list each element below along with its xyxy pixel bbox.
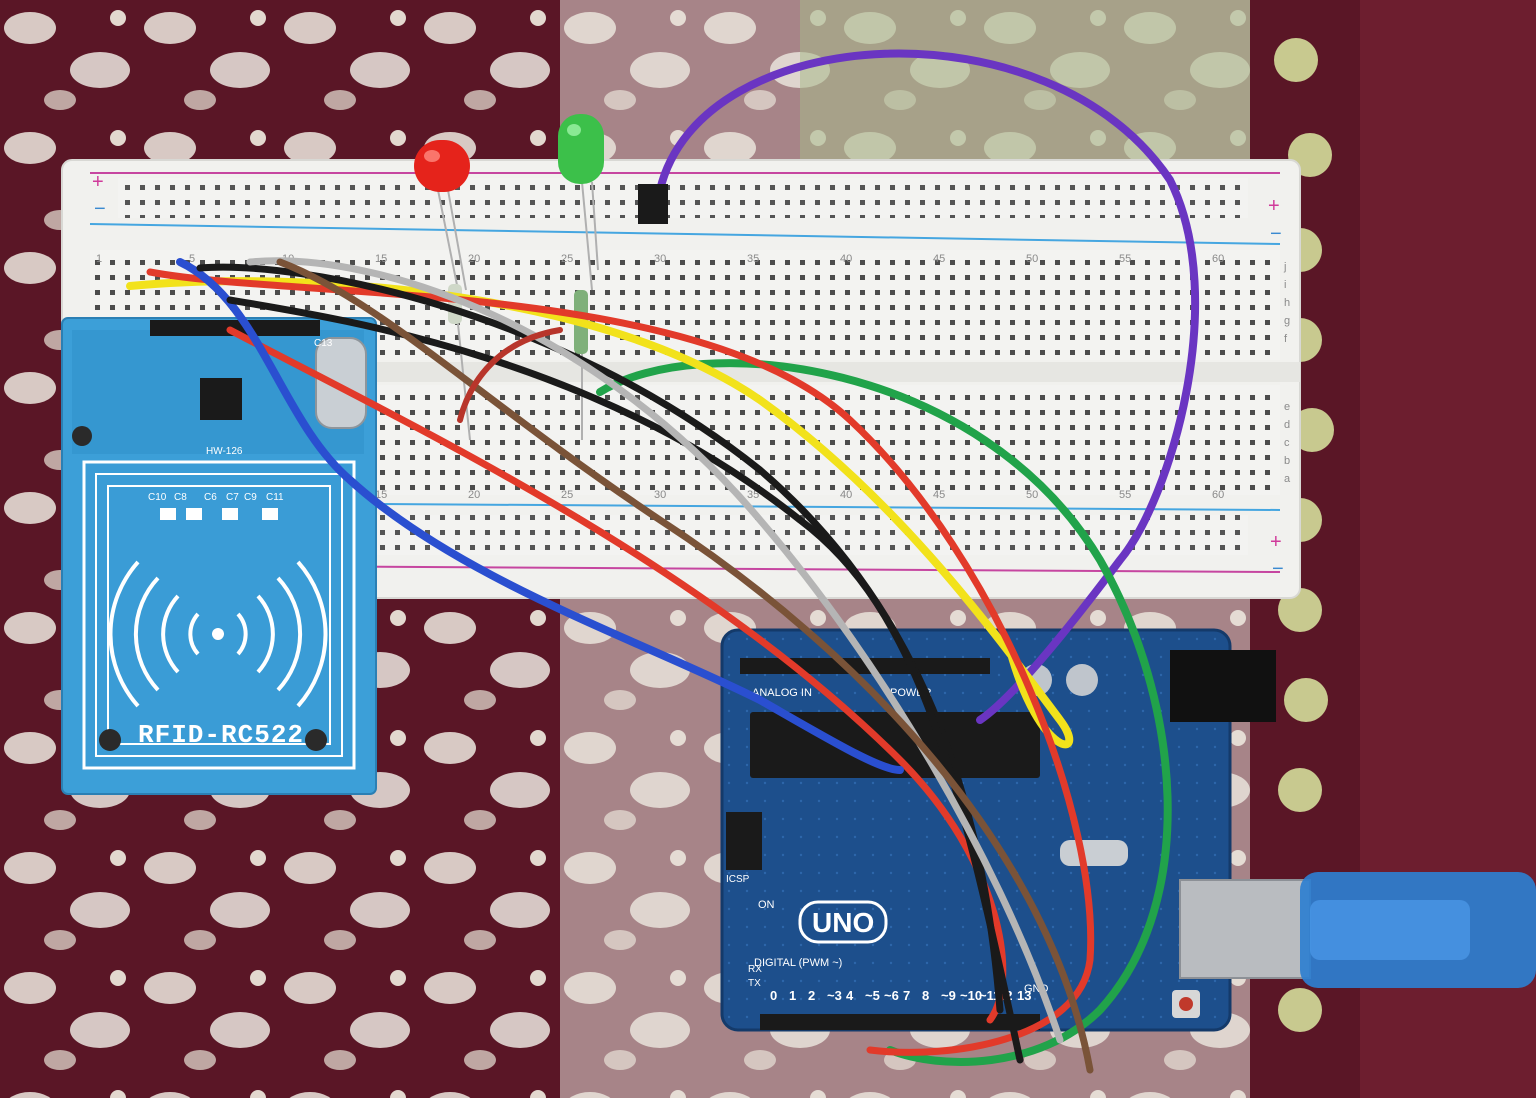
- breadboard-column-number-top: 1: [96, 253, 102, 265]
- red-led: [414, 140, 470, 291]
- breadboard-row-letter-top: i: [1284, 279, 1286, 291]
- breadboard-column-number-top: 25: [561, 253, 573, 265]
- breadboard-column-number-bottom: 50: [1026, 489, 1038, 501]
- wire-red-short: [226, 326, 1007, 1024]
- breadboard-column-number-top: 15: [375, 253, 387, 265]
- rfid-capacitor-label: C7: [226, 492, 239, 503]
- arduino-on-label: ON: [758, 899, 775, 911]
- arduino-icsp-label: ICSP: [726, 874, 750, 885]
- breadboard-column-number-bottom: 40: [840, 489, 852, 501]
- arduino-digital-pin-label: ~10: [960, 988, 982, 1003]
- rfid-capacitor-label: C9: [244, 492, 257, 503]
- breadboard-column-number-top: 5: [189, 253, 195, 265]
- rail-minus-bottom-right: −: [1272, 558, 1284, 580]
- arduino-analog-label: ANALOG IN: [752, 687, 812, 699]
- rfid-capacitor-label: C11: [266, 492, 284, 503]
- rail-plus-bottom-right: +: [1270, 531, 1282, 553]
- green-led: [558, 114, 604, 291]
- arduino-digital-pin-label: 1: [789, 988, 796, 1003]
- breadboard-row-letter-bottom: d: [1284, 419, 1290, 431]
- breadboard-row-letter-top: j: [1283, 261, 1286, 273]
- rfid-model: HW-126: [206, 446, 243, 457]
- arduino-board-label-frame: [798, 900, 888, 944]
- breadboard-column-number-bottom: 30: [654, 489, 666, 501]
- arduino-digital-pin-label: ~3: [827, 988, 842, 1003]
- wire-gray: [246, 257, 1064, 1044]
- wire-blue: [176, 258, 904, 774]
- wire-green: [596, 359, 1172, 1066]
- arduino-digital-pin-label: 2: [808, 988, 815, 1003]
- breadboard-column-number-bottom: 25: [561, 489, 573, 501]
- wire-purple: [656, 49, 1200, 724]
- wire-red-long: [146, 268, 1095, 1056]
- wire-red-led: [457, 327, 563, 423]
- arduino-digital-label: DIGITAL (PWM ~): [754, 957, 842, 969]
- arduino-rx-label: RX: [748, 964, 762, 975]
- breadboard-column-number-top: 60: [1212, 253, 1224, 265]
- breadboard-column-number-top: 55: [1119, 253, 1131, 265]
- arduino-board-label: UNO: [812, 907, 874, 938]
- breadboard-column-number-top: 40: [840, 253, 852, 265]
- arduino-digital-pin-label: 7: [903, 988, 910, 1003]
- purple-wire-header: [638, 184, 668, 224]
- rfid-capacitor-labels: C10 C8 C6 C7 C9 C11: [148, 492, 284, 503]
- breadboard-column-number-top: 20: [468, 253, 480, 265]
- breadboard-column-number-bottom: 60: [1212, 489, 1224, 501]
- arduino-digital-pin-label: 0: [770, 988, 777, 1003]
- breadboard-column-number-top: 50: [1026, 253, 1038, 265]
- breadboard-row-letter-bottom: a: [1284, 473, 1291, 485]
- rfid-capacitor-label: C10: [148, 492, 167, 503]
- breadboard-column-number-bottom: 55: [1119, 489, 1131, 501]
- arduino-uno-board: [720, 628, 1536, 1032]
- rail-plus-top-right: +: [1268, 195, 1280, 217]
- jumper-wires: [126, 49, 1200, 1074]
- arduino-digital-pin-label: 13: [1017, 988, 1031, 1003]
- wire-brown: [276, 258, 1094, 1074]
- rail-plus-top-left: +: [92, 171, 104, 193]
- arduino-digital-pin-label: 8: [922, 988, 929, 1003]
- rfid-crystal-label: C13: [314, 338, 333, 349]
- rfid-title: RFID-RC522: [138, 720, 304, 750]
- breadboard-column-number-bottom: 45: [933, 489, 945, 501]
- arduino-digital-pin-label: 4: [846, 988, 854, 1003]
- breadboard-row-letter-bottom: c: [1284, 437, 1290, 449]
- breadboard-column-number-top: 35: [747, 253, 759, 265]
- arduino-tx-label: TX: [748, 978, 761, 989]
- arduino-digital-pin-label: ~9: [941, 988, 956, 1003]
- breadboard-column-number-top: 45: [933, 253, 945, 265]
- breadboard-column-number-top: 30: [654, 253, 666, 265]
- arduino-digital-pin-label: ~5: [865, 988, 880, 1003]
- breadboard-column-number-bottom: 20: [468, 489, 480, 501]
- arduino-digital-pin-label: ~6: [884, 988, 899, 1003]
- breadboard-row-letter-top: g: [1284, 315, 1290, 327]
- breadboard-row-letter-bottom: b: [1284, 455, 1290, 467]
- breadboard-row-letter-bottom: e: [1284, 401, 1290, 413]
- breadboard-column-number-bottom: 15: [375, 489, 387, 501]
- rfid-module: [61, 317, 377, 795]
- rfid-capacitor-label: C8: [174, 492, 187, 503]
- breadboard-row-letter-top: f: [1284, 333, 1288, 345]
- rail-minus-top-right: −: [1270, 223, 1282, 245]
- breadboard-row-letter-top: h: [1284, 297, 1290, 309]
- rail-minus-top-left: −: [94, 198, 106, 220]
- breadboard-column-number-bottom: 35: [747, 489, 759, 501]
- breadboard-column-numbers: 1155101015152020252530303535404045455050…: [96, 253, 1224, 501]
- rfid-capacitor-label: C6: [204, 492, 217, 503]
